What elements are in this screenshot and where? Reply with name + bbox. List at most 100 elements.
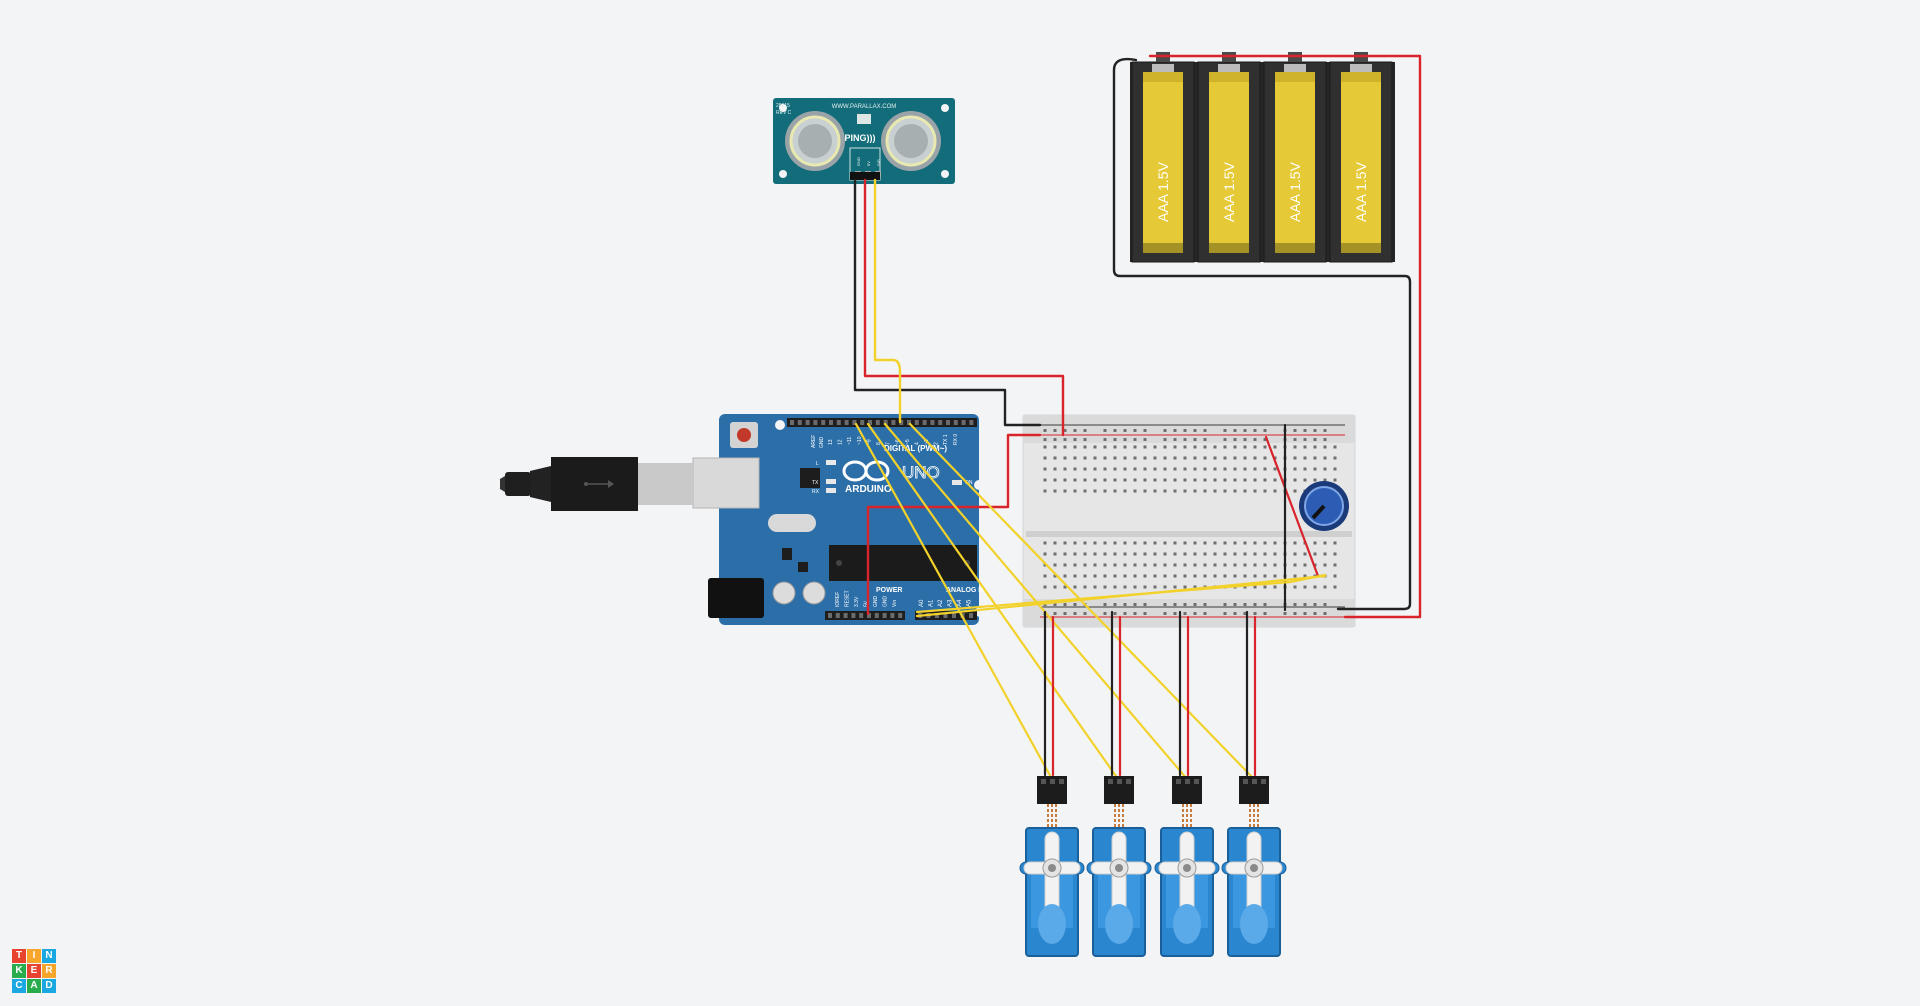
power-label: POWER <box>876 587 902 594</box>
sensor-model: 28015 <box>776 103 790 109</box>
sensor-name: PING))) <box>845 133 876 143</box>
wires[interactable] <box>853 54 1422 781</box>
l-led-label: L <box>816 461 819 467</box>
digital-pin-label: ~10 <box>857 436 863 445</box>
sensor-rev: REV C <box>776 110 792 116</box>
servo-3[interactable] <box>1154 776 1220 957</box>
arduino-brand: ARDUINO <box>845 484 892 495</box>
digital-pin-label: ~9 <box>866 439 872 445</box>
logo-letter: K <box>12 964 26 978</box>
power-pin-label: 3.3V <box>854 596 860 607</box>
servo-2[interactable] <box>1086 776 1152 957</box>
sensor-pin-label: GND <box>856 157 861 166</box>
digital-label: DIGITAL (PWM~) <box>884 444 947 453</box>
ultrasonic-sensor[interactable]: 28015 REV C WWW.PARALLAX.COM PING))) GND… <box>773 98 955 184</box>
power-pin-label: RESET <box>845 590 851 607</box>
sensor-pin-label: 5V <box>866 161 871 166</box>
gnd-label: GND <box>819 437 825 449</box>
wire-sensor-sig[interactable] <box>873 178 902 424</box>
usb-port <box>692 457 760 509</box>
digital-pin-label: 4 <box>914 442 920 445</box>
logo-letter: N <box>42 949 56 963</box>
servo-horn-icon <box>1250 864 1258 872</box>
servo-horn-icon <box>1048 864 1056 872</box>
wire-sensor-gnd[interactable] <box>853 178 1042 427</box>
wire-servo-4-signal[interactable] <box>908 422 1256 781</box>
battery-pack[interactable]: AAA 1.5V AAA 1.5V AAA 1.5V AAA 1.5V <box>1130 52 1395 263</box>
wire-servo-3-signal[interactable] <box>883 422 1189 781</box>
wire-pot-signal-2 <box>915 574 1327 618</box>
analog-pin-label: A1 <box>929 599 935 607</box>
analog-label: ANALOG IN <box>946 587 985 594</box>
logo-letter: E <box>27 964 41 978</box>
logo-letter: D <box>42 979 56 993</box>
digital-pin-label: RX 0 <box>953 434 959 445</box>
digital-pin-label: TX 1 <box>943 434 949 445</box>
power-jack <box>708 578 764 618</box>
battery-cell: AAA 1.5V <box>1131 52 1195 263</box>
digital-pin-label: 2 <box>934 442 940 445</box>
analog-pin-label: A3 <box>948 599 954 607</box>
wire-sensor-5v[interactable] <box>863 178 1065 437</box>
digital-pin-label: ~5 <box>905 439 911 445</box>
logo-letter: R <box>42 964 56 978</box>
power-pin-label: 5V <box>864 600 870 607</box>
crystal <box>768 514 816 532</box>
breadboard[interactable] <box>1022 414 1356 628</box>
wire-battery-negative[interactable] <box>1112 57 1412 611</box>
logo-letter: I <box>27 949 41 963</box>
pot-wiper-icon <box>1311 504 1326 520</box>
servo-1[interactable] <box>1019 776 1085 957</box>
analog-pin-label: A5 <box>967 599 973 607</box>
wire-arduino-5v[interactable] <box>866 433 1042 616</box>
wire-pot-vcc[interactable] <box>1264 435 1320 578</box>
digital-pin-label: ~6 <box>895 439 901 445</box>
digital-pin-label: 7 <box>886 442 892 445</box>
battery-cell: AAA 1.5V <box>1197 52 1261 263</box>
analog-pin-label: A0 <box>919 599 925 607</box>
power-header[interactable] <box>825 611 905 620</box>
power-pin-label: Vin <box>892 600 898 607</box>
battery-cell-label: AAA 1.5V <box>1221 161 1237 222</box>
servo-horn-icon <box>1115 864 1123 872</box>
arduino-uno[interactable]: ARDUINO UNO DIGITAL (PWM~) POWER ANALOG … <box>692 414 985 625</box>
wire-servo-2-signal[interactable] <box>866 422 1120 781</box>
servo-motors[interactable] <box>1019 776 1287 957</box>
transducer-left <box>785 111 845 171</box>
analog-pin-label: A4 <box>957 599 963 607</box>
tx-label: TX <box>812 480 819 486</box>
digital-pin-label: ~11 <box>847 437 853 445</box>
usb-symbol-icon <box>584 480 614 488</box>
logo-letter: C <box>12 979 26 993</box>
atmega-chip <box>829 545 977 581</box>
digital-header[interactable] <box>787 418 977 427</box>
sensor-pin-label: SIG <box>876 159 881 166</box>
battery-cell: AAA 1.5V <box>1329 52 1393 263</box>
battery-cell-label: AAA 1.5V <box>1353 161 1369 222</box>
analog-pin-label: A2 <box>938 599 944 607</box>
servo-horn-icon <box>1183 864 1191 872</box>
power-pin-label: IOREF <box>835 592 841 607</box>
logo-letter: A <box>27 979 41 993</box>
rx-label: RX <box>812 489 820 495</box>
battery-cell: AAA 1.5V <box>1263 52 1327 263</box>
transducer-right <box>881 111 941 171</box>
digital-pin-label: 13 <box>828 439 834 445</box>
on-label: ON <box>965 480 973 486</box>
digital-pin-label: 8 <box>876 442 882 445</box>
digital-pin-label: 12 <box>838 439 844 445</box>
logo-letter: T <box>12 949 26 963</box>
potentiometer[interactable] <box>1299 481 1349 531</box>
battery-cell-label: AAA 1.5V <box>1155 161 1171 222</box>
usb-cable[interactable] <box>500 457 693 511</box>
aref-label: AREF <box>811 435 817 448</box>
sensor-url: WWW.PARALLAX.COM <box>832 104 897 110</box>
battery-cell-label: AAA 1.5V <box>1287 161 1303 222</box>
power-pin-label: GND <box>883 596 889 608</box>
wire-servo-1-signal[interactable] <box>854 422 1054 781</box>
servo-4[interactable] <box>1221 776 1287 957</box>
wire-battery-positive[interactable] <box>1148 54 1422 619</box>
power-pin-label: GND <box>873 596 879 608</box>
